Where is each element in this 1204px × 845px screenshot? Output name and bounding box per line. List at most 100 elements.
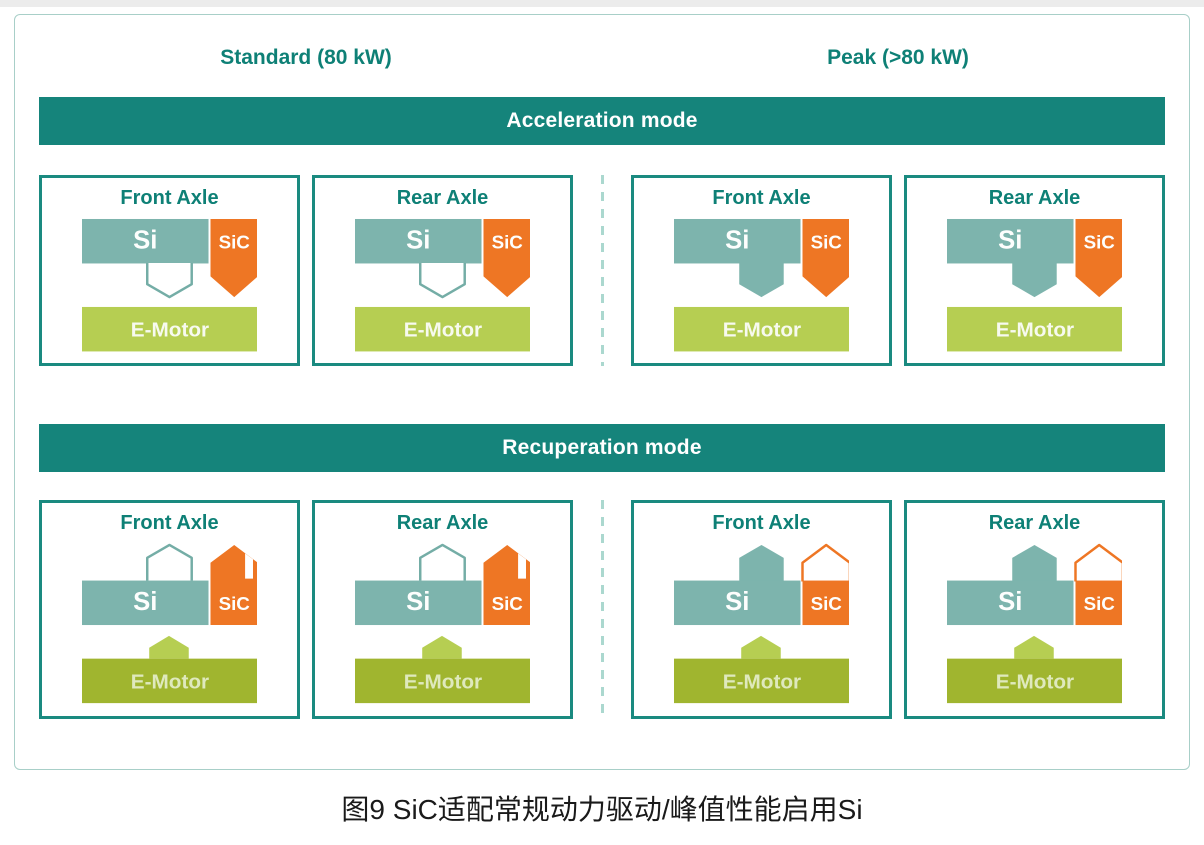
si-bar [81, 218, 209, 264]
si-filled-down-arrow [738, 261, 784, 298]
emotor-bar [946, 659, 1123, 704]
si-hollow-down-arrow [145, 262, 193, 299]
emotor-label: E-Motor [403, 671, 481, 694]
emotor-label: E-Motor [722, 671, 800, 694]
si-label: Si [998, 589, 1022, 617]
sic-down-banner [210, 218, 258, 298]
si-hollow-down-arrow [418, 262, 466, 299]
emotor-up-arrow [421, 636, 462, 660]
axle-diagram: Si SiC E-Motor [354, 218, 531, 352]
emotor-up-arrow [740, 636, 781, 660]
si-label: Si [725, 227, 749, 255]
dashed-line [600, 500, 604, 719]
sic-down-banner [802, 218, 850, 298]
sic-notch [244, 553, 253, 580]
axle-diagram: Si SiC E-Motor [946, 544, 1123, 704]
column-header-standard: Standard (80 kW) [220, 46, 392, 69]
recuperation-peak-group: Front Axle Si SiC E-Motor Rear Axle [631, 500, 1165, 719]
panel-recup-peak-front-axle: Front Axle Si SiC E-Motor [631, 500, 892, 719]
header-spacer [573, 41, 631, 97]
axle-diagram: Si SiC E-Motor [354, 544, 531, 704]
figure-caption: 图9 SiC适配常规动力驱动/峰值性能启用Si [341, 794, 863, 825]
emotor-up-arrow [148, 636, 189, 660]
si-label: Si [998, 227, 1022, 255]
emotor-label: E-Motor [130, 671, 208, 694]
panel-title: Rear Axle [988, 512, 1081, 535]
recuperation-row: Front Axle Si SiC E-Motor Rear Axle [39, 500, 1165, 719]
sic-label: SiC [218, 232, 250, 253]
column-divider [573, 175, 631, 367]
si-hollow-up-arrow [418, 544, 466, 581]
emotor-label: E-Motor [995, 671, 1073, 694]
panel-title: Front Axle [120, 512, 219, 535]
sic-bar [1075, 580, 1123, 626]
panel-accel-standard-front-axle: Front Axle Si SiC E-Motor [39, 175, 300, 367]
panel-accel-peak-rear-axle: Rear Axle Si SiC E-Motor [904, 175, 1165, 367]
column-divider [573, 500, 631, 719]
axle-diagram: Si SiC E-Motor [81, 544, 258, 704]
si-label: Si [406, 227, 430, 255]
emotor-bar [673, 306, 850, 352]
dashed-line [600, 175, 604, 367]
emotor-label: E-Motor [722, 319, 800, 342]
recuperation-standard-group: Front Axle Si SiC E-Motor Rear Axle [39, 500, 573, 719]
panel-title: Front Axle [712, 512, 811, 535]
sic-hollow-up-roof [1073, 544, 1123, 582]
si-filled-up-arrow [1011, 545, 1057, 582]
axle-diagram: Si SiC E-Motor [81, 218, 258, 352]
panel-accel-standard-rear-axle: Rear Axle Si SiC E-Motor [312, 175, 573, 367]
acceleration-mode-banner: Acceleration mode [39, 97, 1165, 145]
axle-diagram: Si SiC E-Motor [673, 544, 850, 704]
emotor-bar [81, 659, 258, 704]
sic-label: SiC [1083, 594, 1115, 615]
figure-diagram: Standard (80 kW) Peak (>80 kW) Accelerat… [14, 14, 1190, 770]
page-edge-strip [0, 0, 1204, 7]
si-label: Si [133, 227, 157, 255]
si-hollow-up-arrow [145, 544, 193, 581]
emotor-label: E-Motor [995, 319, 1073, 342]
emotor-bar [81, 306, 258, 352]
si-filled-down-arrow [1011, 261, 1057, 298]
sic-label: SiC [810, 594, 842, 615]
sic-bar [802, 580, 850, 626]
panel-title: Front Axle [120, 187, 219, 209]
axle-diagram: Si SiC E-Motor [673, 218, 850, 352]
sic-down-banner [483, 218, 531, 298]
si-bar [946, 580, 1074, 626]
column-headers: Standard (80 kW) Peak (>80 kW) [39, 41, 1165, 97]
panel-title: Rear Axle [988, 187, 1081, 209]
si-bar [81, 580, 209, 626]
panel-recup-standard-front-axle: Front Axle Si SiC E-Motor [39, 500, 300, 719]
emotor-up-arrow [1013, 636, 1054, 660]
panel-title: Rear Axle [396, 187, 489, 209]
sic-label: SiC [1083, 232, 1115, 253]
recuperation-mode-banner: Recuperation mode [39, 424, 1165, 473]
si-label: Si [725, 589, 749, 617]
sic-label: SiC [491, 594, 523, 615]
acceleration-standard-group: Front Axle Si SiC E-Motor Rear Axle [39, 175, 573, 367]
sic-label: SiC [810, 232, 842, 253]
acceleration-peak-group: Front Axle Si SiC E-Motor Rear Axle [631, 175, 1165, 367]
emotor-bar [354, 659, 531, 704]
emotor-bar [673, 659, 850, 704]
panel-title: Front Axle [712, 187, 811, 209]
emotor-bar [946, 306, 1123, 352]
panel-accel-peak-front-axle: Front Axle Si SiC E-Motor [631, 175, 892, 367]
panel-title: Rear Axle [396, 512, 489, 535]
panel-recup-standard-rear-axle: Rear Axle Si SiC E-Motor [312, 500, 573, 719]
acceleration-row: Front Axle Si SiC E-Motor Rear Axle [39, 175, 1165, 367]
si-bar [354, 218, 482, 264]
sic-hollow-up-roof [800, 544, 850, 582]
sic-down-banner [1075, 218, 1123, 298]
panel-recup-peak-rear-axle: Rear Axle Si SiC E-Motor [904, 500, 1165, 719]
sic-notch [517, 553, 526, 580]
si-bar [673, 218, 801, 264]
sic-label: SiC [218, 594, 250, 615]
sic-label: SiC [491, 232, 523, 253]
si-bar [354, 580, 482, 626]
si-bar [946, 218, 1074, 264]
column-header-peak: Peak (>80 kW) [827, 46, 969, 69]
emotor-label: E-Motor [403, 319, 481, 342]
si-label: Si [406, 589, 430, 617]
si-label: Si [133, 589, 157, 617]
